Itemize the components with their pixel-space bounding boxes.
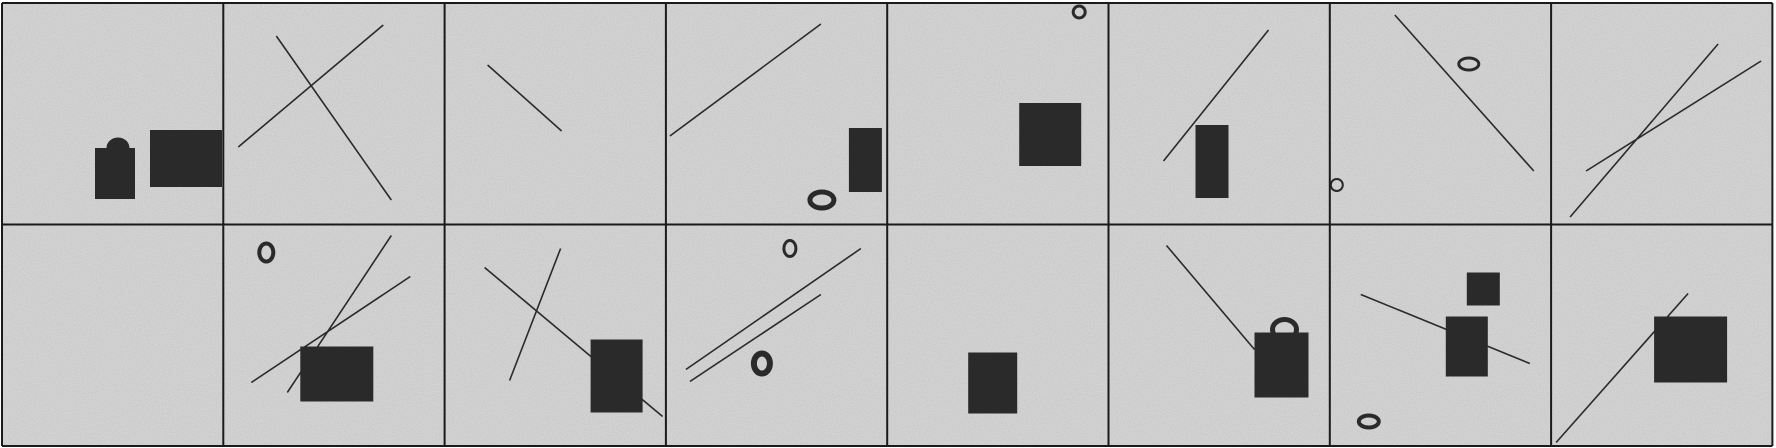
shape-ellipse <box>257 241 276 264</box>
panel-r2-c6 <box>1108 224 1330 446</box>
panel-texture <box>1329 224 1552 446</box>
shape-line <box>669 23 822 137</box>
shape-line <box>1569 43 1719 218</box>
shape-ellipse <box>1356 413 1381 430</box>
panel-r2-c7 <box>1329 224 1552 446</box>
panel-texture <box>223 3 445 225</box>
panel-texture <box>2 224 224 446</box>
panel-texture <box>665 224 888 446</box>
shape-rectangle <box>1019 103 1082 166</box>
shape-ellipse <box>807 189 837 211</box>
shape-line <box>1360 293 1531 365</box>
shape-rectangle <box>1195 125 1229 198</box>
panel-texture <box>444 224 666 446</box>
shape-rectangle <box>968 352 1018 414</box>
panel-r1-c3 <box>444 3 666 225</box>
shape-line <box>487 64 563 132</box>
shape-rectangle <box>848 128 882 192</box>
panel-texture <box>444 3 666 225</box>
shape-rectangle <box>1654 316 1728 383</box>
shape-rectangle <box>150 130 222 187</box>
panel-r1-c1 <box>2 3 224 225</box>
shape-ellipse <box>106 137 130 159</box>
panel-texture <box>223 224 445 446</box>
panel-r1-c8 <box>1551 3 1773 225</box>
shape-rectangle <box>1466 272 1500 306</box>
shape-line <box>1165 244 1256 351</box>
shape-ellipse <box>1270 317 1299 342</box>
shape-ellipse <box>782 239 798 258</box>
shape-ellipse <box>750 350 773 377</box>
panel-r2-c4 <box>665 224 888 446</box>
shape-rectangle <box>590 339 643 413</box>
shape-rectangle <box>300 346 374 402</box>
shape-ellipse <box>1071 4 1087 20</box>
panel-r2-c3 <box>444 224 666 446</box>
shape-line <box>275 35 392 201</box>
panel-r2-c1 <box>2 224 224 446</box>
shape-line <box>508 248 562 381</box>
panel-r1-c2 <box>223 3 445 225</box>
shape-rectangle <box>1445 316 1488 377</box>
panel-texture <box>1551 3 1773 225</box>
panel-texture <box>1329 3 1552 225</box>
panel-r1-c4 <box>665 3 888 225</box>
shape-line <box>689 293 822 383</box>
panel-r2-c5 <box>887 224 1109 446</box>
panel-r1-c7 <box>1329 3 1552 225</box>
shape-ellipse <box>1457 56 1481 72</box>
panel-r1-c5 <box>887 3 1109 225</box>
panel-r1-c6 <box>1108 3 1330 225</box>
shape-line <box>250 275 411 384</box>
shape-line <box>1162 29 1270 162</box>
shape-rectangle <box>1254 332 1309 398</box>
panel-r2-c8 <box>1551 224 1773 446</box>
panel-r2-c2 <box>223 224 445 446</box>
shape-line <box>1585 60 1762 172</box>
shape-line <box>685 247 862 371</box>
shape-line <box>1394 14 1535 172</box>
